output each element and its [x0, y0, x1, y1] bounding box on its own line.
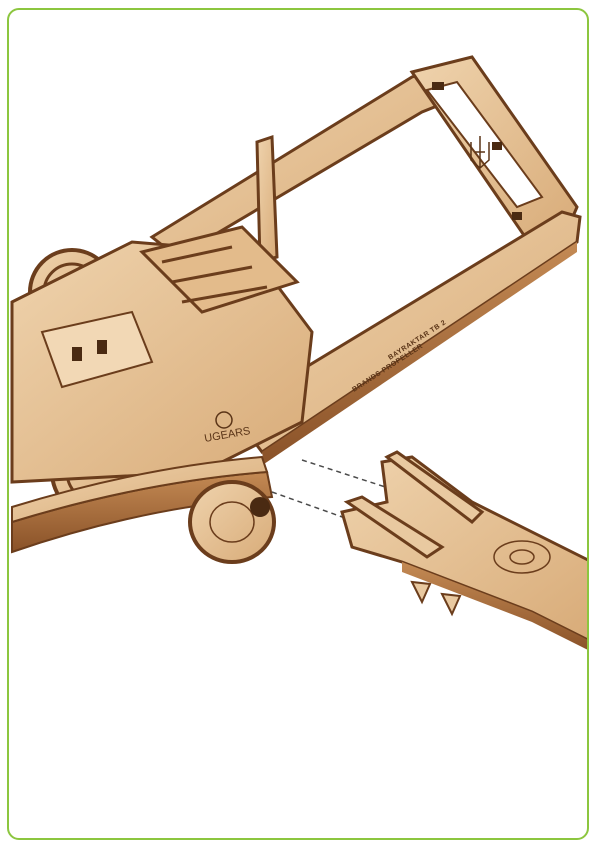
instruction-panel: BAYRAKTAR TB 2 BRANDS PROPELLER	[7, 8, 589, 840]
insert-part	[342, 452, 589, 652]
landing-wheel	[190, 482, 274, 562]
assembly-illustration: BAYRAKTAR TB 2 BRANDS PROPELLER	[9, 10, 589, 840]
tail-boom-frame	[152, 57, 577, 257]
